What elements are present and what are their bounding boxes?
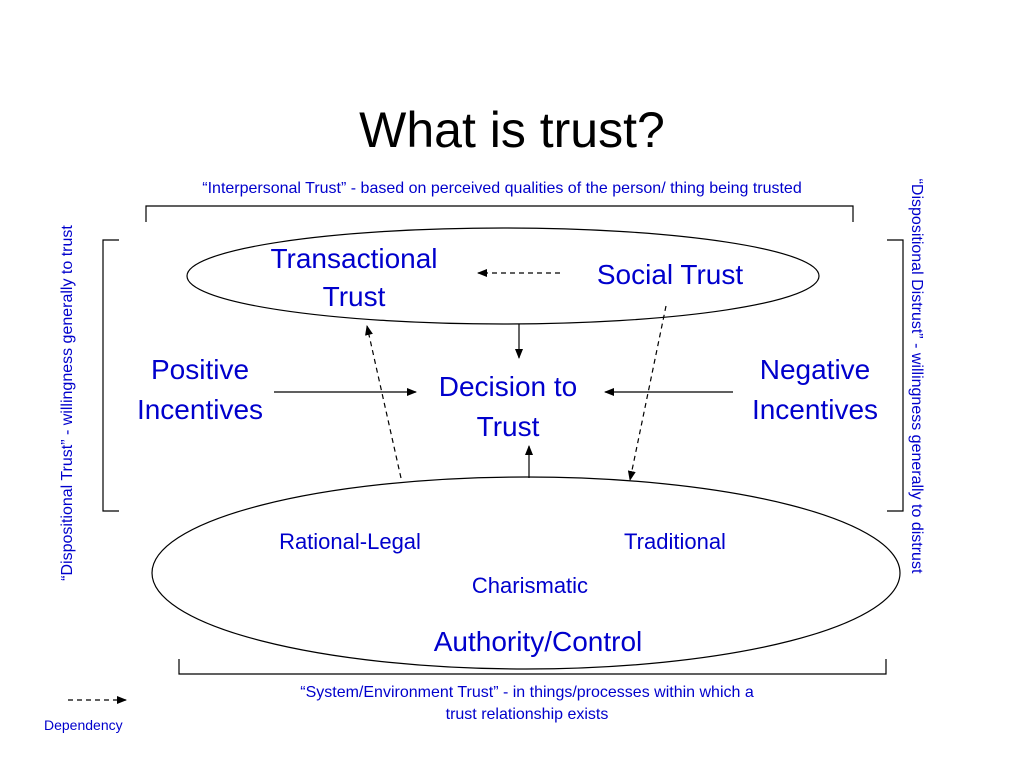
transactional-trust-node: Transactional Trust: [244, 240, 464, 316]
authority-ellipse: [151, 476, 901, 670]
transactional-trust-line2: Trust: [322, 281, 386, 312]
decision-line1: Decision to: [438, 371, 578, 402]
social-trust-node: Social Trust: [596, 259, 744, 290]
positive-incentives-line2: Incentives: [136, 394, 264, 425]
page-title: What is trust?: [359, 102, 665, 158]
social-to-authority-arrow: [627, 305, 667, 481]
interpersonal-trust-label: “Interpersonal Trust” - based on perceiv…: [202, 180, 802, 197]
decision-to-trust-node: Decision to Trust: [398, 367, 618, 447]
negative-incentives-line2: Incentives: [751, 394, 879, 425]
positive-incentives-node: Positive Incentives: [110, 350, 290, 430]
authority-to-transactional-arrow: [365, 325, 402, 479]
authority-control-label: Authority/Control: [433, 626, 643, 657]
decision-line2: Trust: [476, 411, 540, 442]
positive-incentives-line1: Positive: [150, 354, 250, 385]
rational-legal-label: Rational-Legal: [279, 529, 421, 554]
dispositional-trust-label: “Dispositional Trust” - willingness gene…: [59, 225, 76, 581]
negative-incentives-node: Negative Incentives: [725, 350, 905, 430]
interpersonal-ellipse: [186, 227, 820, 325]
dispositional-distrust-label: “Dispositional Distrust” - willingness g…: [908, 178, 925, 574]
interpersonal-bracket: [145, 205, 854, 222]
system-bracket: [178, 659, 887, 675]
charismatic-label: Charismatic: [471, 573, 589, 598]
system-trust-label: “System/Environment Trust” - in things/p…: [300, 684, 754, 723]
dispositional-trust-bracket: [102, 239, 119, 512]
traditional-label: Traditional: [624, 529, 726, 554]
negative-incentives-line1: Negative: [759, 354, 871, 385]
transactional-trust-line1: Transactional: [270, 243, 438, 274]
dispositional-distrust-bracket: [887, 239, 904, 512]
legend-dependency-label: Dependency: [44, 717, 123, 733]
